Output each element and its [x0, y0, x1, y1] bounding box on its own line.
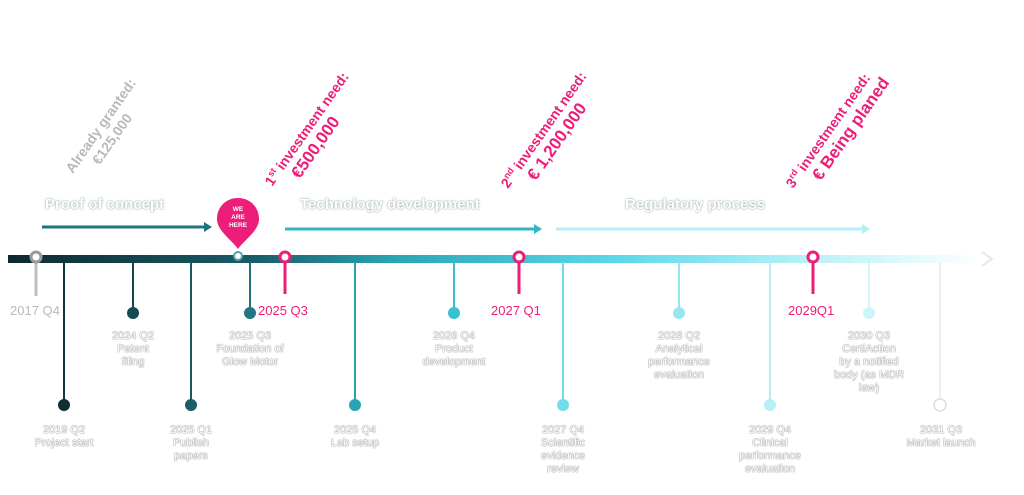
date-investment-2: 2027 Q1: [491, 303, 541, 318]
timeline-arrowhead: [981, 251, 994, 267]
milestone-date: 2030 Q3: [847, 330, 891, 342]
milestone-dots: [58, 262, 947, 412]
milestone-label: 2025 Q3 Foundation of Glow Motor: [206, 330, 294, 369]
milestone-label: 2019 Q2 Project start: [24, 424, 104, 450]
milestone-text: evaluation: [653, 369, 705, 381]
milestone-text: Patent: [117, 343, 149, 355]
badge-line: ARE: [231, 214, 245, 221]
milestone-date: 2026 Q4: [432, 330, 476, 342]
date-investment-3: 2029Q1: [788, 303, 835, 318]
badge-line: HERE: [228, 222, 248, 229]
date-start: 2017 Q4: [10, 303, 60, 318]
phase-arrow-proof: [42, 222, 212, 232]
badge-line: WE: [232, 206, 244, 213]
milestone-text: by a notified: [839, 356, 899, 368]
milestone-date: 2019 Q2: [42, 424, 86, 436]
milestone-text: filing: [121, 356, 145, 368]
milestone-text: evidence: [540, 450, 586, 462]
milestone-text: Lab setup: [330, 437, 380, 449]
we-are-here-badge: WE ARE HERE: [216, 196, 260, 248]
milestone-text: Analytical: [655, 343, 703, 355]
date-investment-1: 2025 Q3: [258, 303, 308, 318]
milestone-dot: [349, 399, 361, 411]
milestone-text: Project start: [34, 437, 94, 449]
milestone-dot: [127, 307, 139, 319]
milestone-date: 2025 Q4: [333, 424, 377, 436]
milestone-label: 2025 Q4 Lab setup: [320, 424, 390, 450]
milestone-date: 2031 Q3: [919, 424, 963, 436]
milestone-label: 2024 Q2 Patent filing: [98, 330, 168, 369]
milestone-text: Product: [435, 343, 473, 355]
milestone-date: 2025 Q3: [228, 330, 272, 342]
investment-markers: [278, 250, 820, 294]
milestone-dot: [58, 399, 70, 411]
milestone-dot: [764, 399, 776, 411]
phase-arrow-reg: [556, 224, 870, 234]
milestone-dot: [673, 307, 685, 319]
milestone-text: body (as MDR: [833, 369, 905, 381]
milestone-date: 2027 Q4: [541, 424, 585, 436]
milestone-label: 2026 Q4 Product development: [412, 330, 496, 369]
milestone-dot: [244, 307, 256, 319]
milestone-date: 2025 Q1: [169, 424, 213, 436]
milestone-label: 2030 Q3 CertiAction by a notified body (…: [822, 330, 916, 395]
milestone-text: CertiAction: [842, 343, 896, 355]
milestone-text: Foundation of: [216, 343, 284, 355]
milestone-text: development: [422, 356, 486, 368]
milestone-label: 2025 Q1 Publish papers: [158, 424, 224, 463]
phase-proof-of-concept: Proof of concept: [45, 196, 165, 213]
milestone-label: 2027 Q4 Scientific evidence review: [528, 424, 598, 476]
we-are-here-pin: [217, 198, 259, 261]
milestone-text: Market launch: [906, 437, 976, 449]
milestone-label: 2029 Q4 Clinical performance evaluation: [728, 424, 812, 476]
milestone-dot: [863, 307, 875, 319]
milestone-text: Glow Motor: [221, 356, 279, 368]
milestone-text: papers: [174, 450, 208, 462]
phase-regulatory-process: Regulatory process: [625, 196, 766, 213]
phase-arrow-tech: [285, 224, 542, 234]
milestone-label: 2028 Q2 Analytical performance evaluatio…: [639, 330, 719, 382]
milestone-dot: [557, 399, 569, 411]
phase-technology-development: Technology development: [300, 196, 480, 213]
milestone-text: Scientific: [540, 437, 586, 449]
milestone-text: Publish: [172, 437, 210, 449]
milestone-label: 2031 Q3 Market launch: [896, 424, 986, 450]
milestone-text: review: [547, 463, 579, 475]
milestone-date: 2024 Q2: [111, 330, 155, 342]
timeline-bar: [8, 255, 980, 263]
milestone-dot: [933, 398, 947, 412]
milestone-date: 2029 Q4: [748, 424, 792, 436]
milestone-text: evaluation: [744, 463, 796, 475]
milestone-date: 2028 Q2: [657, 330, 701, 342]
milestone-dot: [448, 307, 460, 319]
milestone-dot: [185, 399, 197, 411]
start-marker: [29, 250, 43, 264]
milestone-text: Clinical: [752, 437, 788, 449]
milestone-text: performance: [648, 356, 710, 368]
milestone-text: law): [858, 382, 880, 394]
milestone-text: performance: [739, 450, 801, 462]
